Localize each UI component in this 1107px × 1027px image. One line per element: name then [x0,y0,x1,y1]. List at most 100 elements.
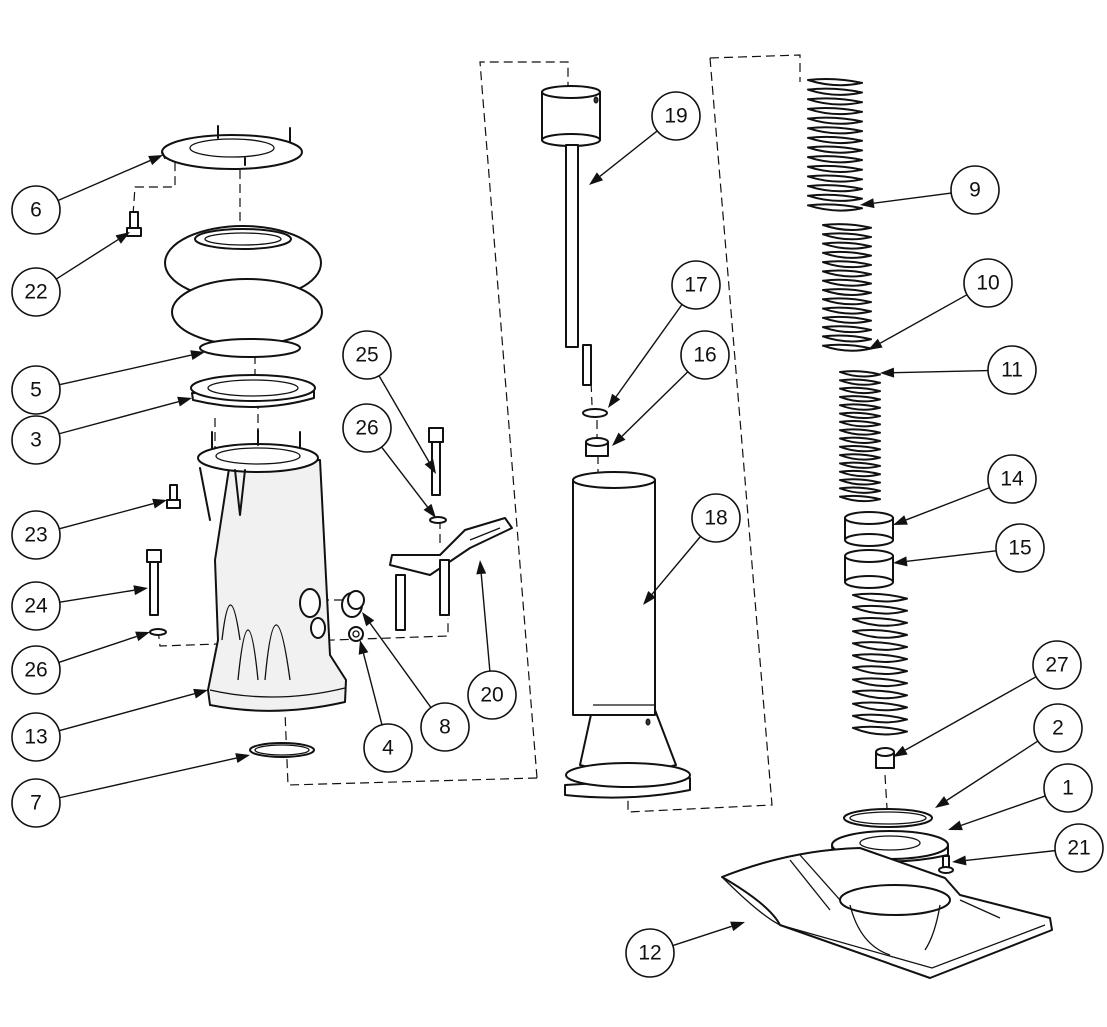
callout-circle [671,260,721,310]
callout-14: 14 [893,454,1037,525]
lower-spring [852,592,908,736]
callout-number: 26 [355,417,378,440]
callout-leader-line [58,400,179,435]
callout-circle [1054,823,1104,873]
callout-arrowhead [893,515,908,525]
callout-number: 4 [382,737,394,760]
callout-arrowhead [935,796,950,808]
part-6-top-plate [161,125,303,170]
callout-number: 20 [480,684,503,707]
callout-arrowhead [952,855,967,866]
callout-leader-line [362,653,383,725]
callout-21: 21 [952,823,1104,873]
part-12-base-plate [721,847,1053,979]
callout-number: 7 [30,792,42,815]
callout-circle [651,91,701,141]
callout-arrowhead [868,338,883,350]
callout-22: 22 [11,232,130,317]
callout-leader-line [599,130,658,177]
callout-leader-line [615,304,683,398]
callout-leader-line [57,159,151,202]
callout-number: 6 [30,199,42,222]
part-23-bolt [166,484,181,509]
callout-arrowhead [893,556,908,567]
callout-11: 11 [880,345,1037,395]
callout-circle [11,510,61,560]
part-21-screw [938,855,954,874]
callout-4: 4 [358,640,413,773]
part-14-spring-seat [844,511,894,547]
callout-16: 16 [612,330,730,446]
callout-circle [342,330,392,380]
callout-leader-line [879,294,968,344]
callout-arrowhead [880,367,895,378]
callout-arrowhead [589,172,604,185]
callout-arrowhead [948,820,963,831]
callout-15: 15 [893,523,1045,573]
callout-leader-line [965,849,1056,862]
part-10-spring [822,223,872,352]
callout-6: 6 [11,155,163,235]
callout-number: 16 [693,344,716,367]
callout-5: 5 [11,350,205,415]
part-26-washer-upper [429,516,447,524]
callout-circle [1033,703,1083,753]
callout-leader-line [905,487,990,521]
part-16-bushing [585,437,609,457]
callout-leader-line [621,371,689,437]
callout-arrowhead [608,393,621,408]
part-2-o-ring [843,808,933,828]
callout-arrowhead [193,688,208,699]
callout-27: 27 [893,640,1082,757]
callout-number: 13 [24,726,47,749]
callout-circle [995,523,1045,573]
callout-10: 10 [868,258,1013,350]
callout-number: 25 [355,344,378,367]
part-15-sleeve [844,549,894,589]
callout-25: 25 [342,330,436,474]
callout-9: 9 [860,165,1000,215]
callout-leader-line [59,354,192,386]
callout-circle [11,712,61,762]
callout-8: 8 [362,612,470,752]
callout-leader-line [55,238,119,280]
callout-leader-line [873,192,952,204]
callout-leader-line [906,550,997,563]
callout-number: 2 [1052,717,1064,740]
callout-number: 26 [24,659,47,682]
callout-number: 27 [1045,654,1068,677]
callout-13: 13 [11,688,208,762]
callout-circle [11,267,61,317]
callout-number: 14 [1000,468,1024,491]
callout-number: 15 [1008,537,1031,560]
callout-arrowhead [423,503,436,518]
callout-18: 18 [643,493,741,605]
callout-leader-line [381,446,429,508]
callout-circle [987,454,1037,504]
callout-24: 24 [11,581,148,631]
part-8-plug [341,590,365,618]
part-27-nut [875,747,895,769]
callout-number: 3 [30,429,42,452]
callout-circle [363,723,413,773]
callout-arrowhead [358,640,369,655]
callout-12: 12 [625,921,745,978]
part-24-bolt [146,549,162,616]
callout-circle [691,493,741,543]
callout-number: 8 [439,716,451,739]
callout-leader-line [904,676,1037,751]
part-4-plug [348,626,364,642]
callout-leader-line [59,589,135,603]
callout-number: 23 [24,524,47,547]
callout-circle [1043,763,1093,813]
callout-leader-line [58,693,195,732]
callout-arrowhead [152,498,167,509]
callout-leader-line [893,369,989,374]
callout-arrowhead [235,753,250,763]
callout-circle [342,403,392,453]
callout-arrowhead [177,396,192,407]
callout-circle [11,645,61,695]
part-19-piston-rod [541,85,601,386]
callout-20: 20 [467,560,517,720]
callout-leader-line [59,757,237,799]
